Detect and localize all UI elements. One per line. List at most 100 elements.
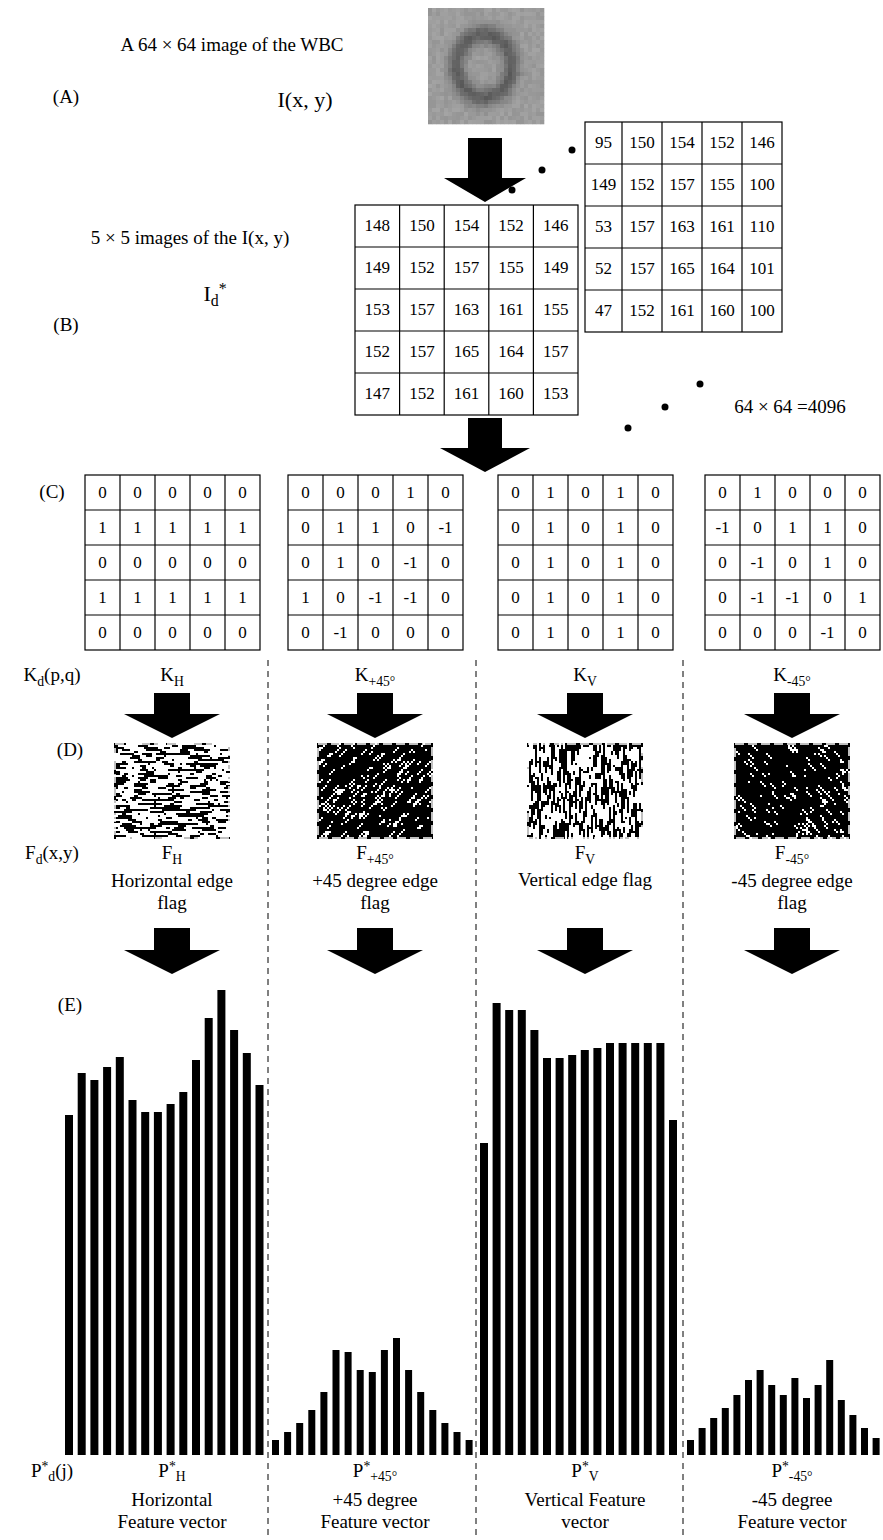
label-part: H [176, 1469, 186, 1484]
image-pixel [524, 96, 528, 100]
image-pixel [508, 68, 512, 72]
symbol-label: FV [575, 842, 595, 867]
image-pixel [456, 52, 460, 56]
table-cell: 165 [669, 259, 695, 279]
image-pixel [520, 76, 524, 80]
label-part: F [162, 842, 173, 863]
image-pixel [520, 32, 524, 36]
table-cell: 163 [669, 217, 695, 237]
image-pixel [504, 96, 508, 100]
image-pixel [468, 84, 472, 88]
image-pixel [440, 52, 444, 56]
image-pixel [488, 108, 492, 112]
image-pixel [520, 16, 524, 20]
image-pixel [528, 48, 532, 52]
image-pixel [500, 104, 504, 108]
image-pixel [428, 24, 432, 28]
image-pixel [496, 44, 500, 48]
image-pixel [448, 12, 452, 16]
image-pixel [428, 80, 432, 84]
dashed-separator [268, 660, 269, 1540]
feature-histogram [65, 990, 264, 1455]
panel-letter: (E) [58, 994, 82, 1016]
image-pixel [480, 48, 484, 52]
image-pixel [428, 20, 432, 24]
image-pixel [460, 76, 464, 80]
kernel-cell: 1 [546, 553, 555, 573]
image-pixel [540, 20, 544, 24]
kernel-cell: 1 [238, 518, 247, 538]
image-pixel [440, 76, 444, 80]
image-pixel [448, 104, 452, 108]
symbol-label: F-45° [775, 842, 809, 867]
label-part: P [353, 1460, 364, 1481]
image-pixel [436, 52, 440, 56]
image-pixel [448, 32, 452, 36]
image-pixel [476, 120, 480, 124]
image-frame [318, 744, 432, 838]
image-pixel [440, 112, 444, 116]
image-pixel [528, 64, 532, 68]
image-pixel [488, 120, 492, 124]
panel-letter: (C) [39, 481, 64, 503]
table-rule [844, 475, 845, 650]
image-pixel [504, 100, 508, 104]
kernel-cell: 0 [441, 623, 450, 643]
label-part: d [37, 674, 44, 689]
image-pixel [436, 112, 440, 116]
image-pixel [492, 68, 496, 72]
image-pixel [536, 84, 540, 88]
image-pixel [484, 96, 488, 100]
image-pixel [428, 32, 432, 36]
image-pixel [508, 20, 512, 24]
image-pixel [516, 16, 520, 20]
histogram-bar [556, 1058, 564, 1455]
table-rule [705, 544, 880, 545]
image-pixel [468, 76, 472, 80]
image-pixel [444, 56, 448, 60]
image-pixel [524, 12, 528, 16]
table-cell: 155 [543, 300, 569, 320]
image-pixel [440, 28, 444, 32]
image-pixel [464, 92, 468, 96]
histogram-bar [417, 1392, 424, 1455]
image-pixel [504, 52, 508, 56]
image-pixel [468, 48, 472, 52]
image-pixel [456, 108, 460, 112]
label-part: d [36, 852, 43, 867]
kernel-cell: 1 [98, 588, 107, 608]
image-pixel [440, 48, 444, 52]
image-pixel [532, 68, 536, 72]
panel-letter: (B) [53, 314, 78, 336]
image-pixel [536, 56, 540, 60]
image-pixel [468, 12, 472, 16]
kernel-cell: 0 [441, 483, 450, 503]
image-pixel [540, 80, 544, 84]
image-pixel [496, 116, 500, 120]
image-pixel [508, 16, 512, 20]
image-pixel [504, 36, 508, 40]
image-pixel [444, 44, 448, 48]
image-pixel [448, 44, 452, 48]
image-pixel [480, 76, 484, 80]
symbol-label: P*-45° [771, 1459, 812, 1485]
table-rule [355, 372, 578, 373]
label-part: P [158, 1460, 169, 1481]
image-pixel [540, 48, 544, 52]
image-pixel [484, 32, 488, 36]
image-pixel [448, 40, 452, 44]
ellipsis-dot [539, 167, 546, 174]
kernel-cell: 0 [133, 623, 142, 643]
image-pixel [476, 48, 480, 52]
image-pixel [516, 72, 520, 76]
image-pixel [500, 44, 504, 48]
table-rule [85, 579, 260, 580]
kernel-cell: 0 [133, 483, 142, 503]
histogram-bar [687, 1440, 694, 1455]
image-pixel [492, 84, 496, 88]
kernel-cell: 0 [301, 518, 310, 538]
image-pixel [496, 120, 500, 124]
image-pixel [464, 72, 468, 76]
table-cell: 157 [543, 342, 569, 362]
image-pixel [488, 60, 492, 64]
